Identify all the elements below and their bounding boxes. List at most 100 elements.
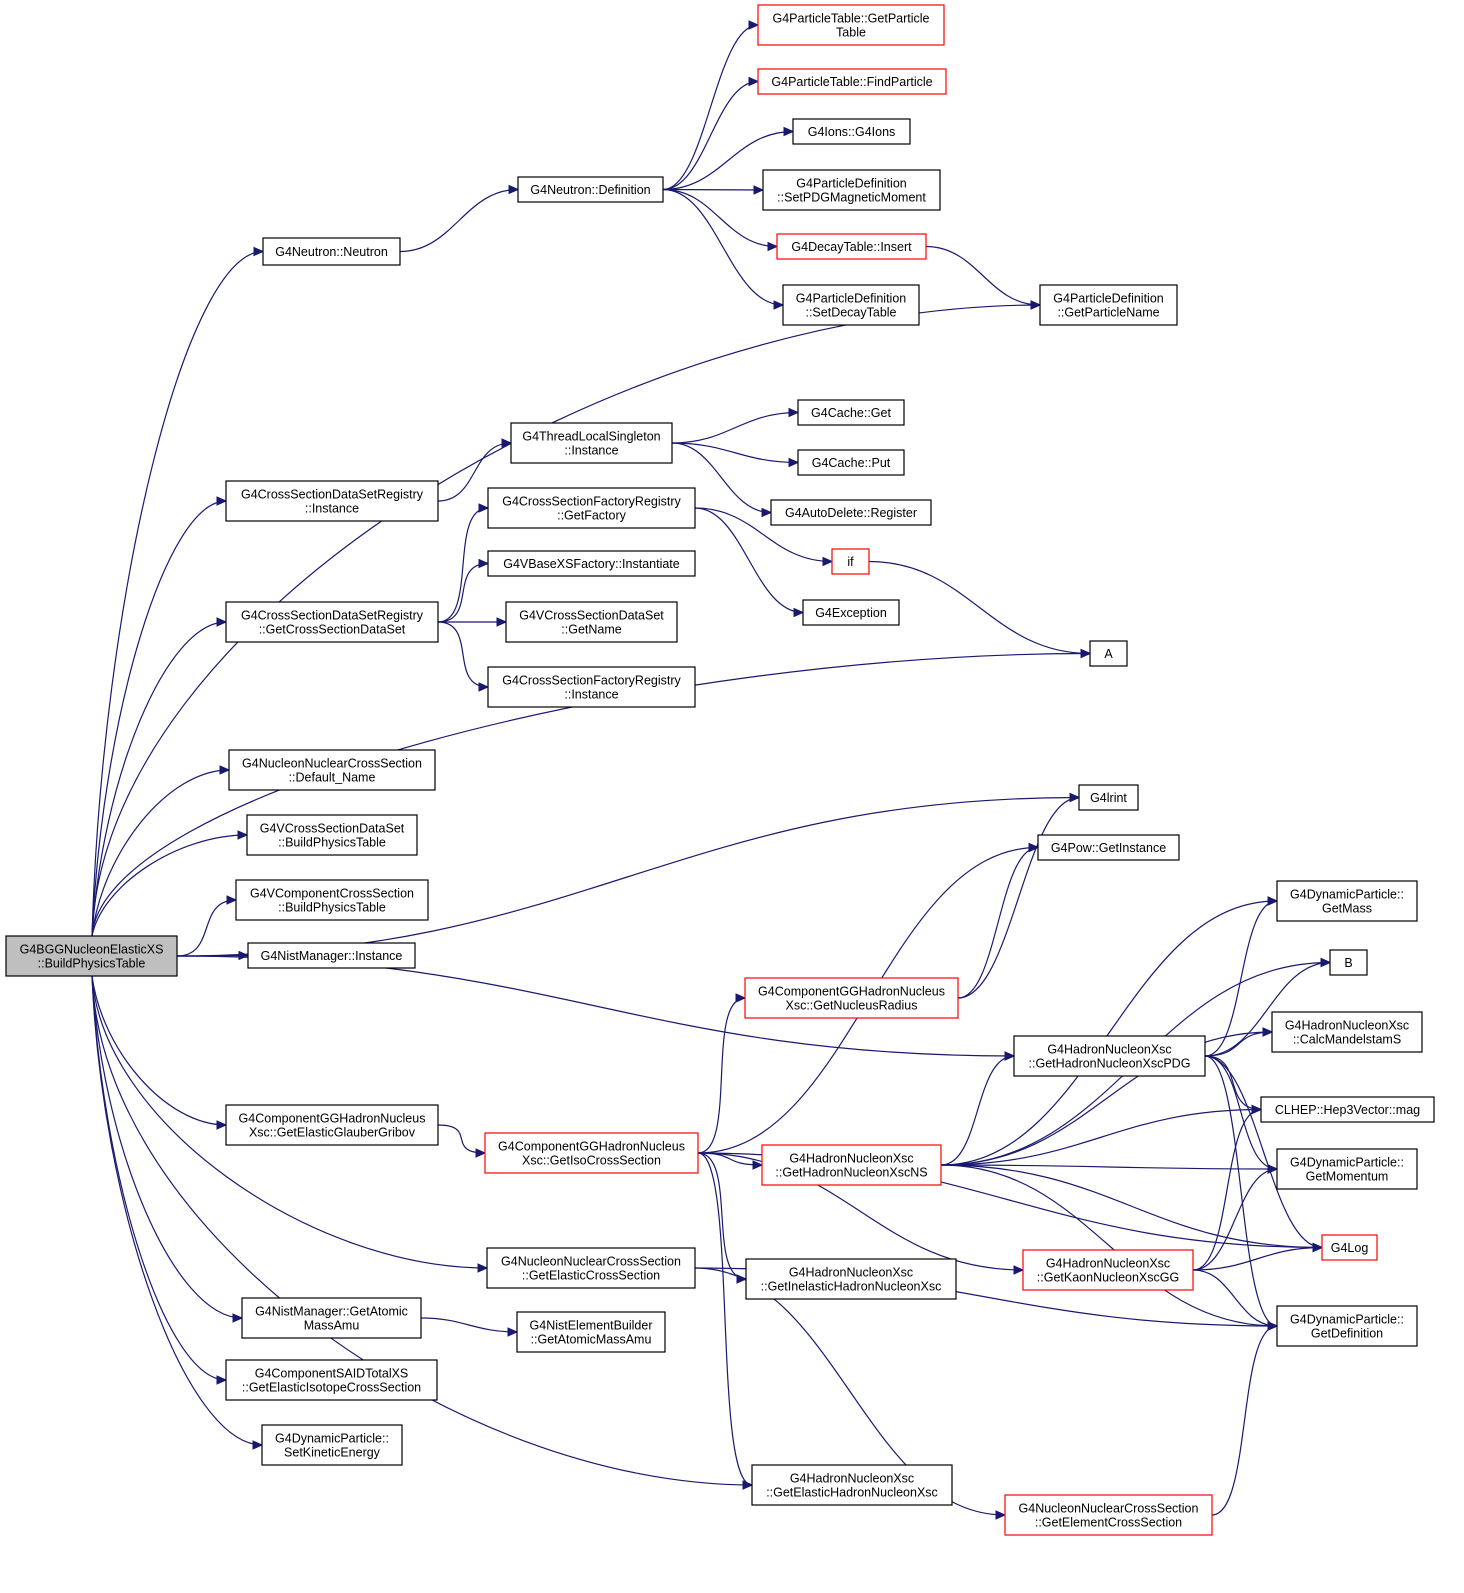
node-g4lrint[interactable]: G4lrint [1078,784,1139,811]
node-hnx-calcmandelstam[interactable]: G4HadronNucleonXsc::CalcMandelstamS [1271,1011,1423,1053]
node-label: Xsc::GetNucleusRadius [785,999,917,1013]
node-label: G4AutoDelete::Register [785,506,917,520]
node-nncs-getelasticcs[interactable]: G4NucleonNuclearCrossSection::GetElastic… [486,1247,696,1289]
node-nncs-default-name[interactable]: G4NucleonNuclearCrossSection::Default_Na… [228,749,436,791]
edge-line [399,188,519,253]
edge-ccgg-getnucleusradius-to-g4lrint [957,792,1081,999]
edge-neutron-definition-to-pt-getparticletable [662,20,760,191]
node-box [247,942,416,969]
node-hnx-getinelastic[interactable]: G4HadronNucleonXsc::GetInelasticHadronNu… [745,1258,957,1300]
edge-neutron-definition-to-g4ions [662,126,795,191]
node-ccgg-getelasticgg[interactable]: G4ComponentGGHadronNucleusXsc::GetElasti… [225,1104,439,1146]
edge-line [697,1152,753,1486]
node-dp-getmass[interactable]: G4DynamicParticle::GetMass [1276,880,1418,922]
node-neb-getatomicmassamu[interactable]: G4NistElementBuilder::GetAtomicMassAmu [516,1311,666,1353]
node-hnx-getpdg[interactable]: G4HadronNucleonXsc::GetHadronNucleonXscP… [1013,1035,1206,1077]
node-label: G4ComponentGGHadronNucleus [498,1140,685,1154]
node-label: G4Cache::Put [812,456,891,470]
edge-arrowhead [788,457,800,468]
edge-line [671,442,772,514]
node-label: ::GetFactory [557,509,627,523]
node-nist-instance[interactable]: G4NistManager::Instance [247,942,416,969]
node-vccs-buildphysicstable[interactable]: G4VComponentCrossSection::BuildPhysicsTa… [235,879,429,921]
node-csaid-getelasticiso[interactable]: G4ComponentSAIDTotalXS::GetElasticIsotop… [225,1359,438,1401]
node-csfr-getfactory[interactable]: G4CrossSectionFactoryRegistry::GetFactor… [487,487,696,529]
node-label: GetDefinition [1311,1327,1383,1341]
node-box [1271,1011,1423,1053]
node-csdsr-instance[interactable]: G4CrossSectionDataSetRegistry::Instance [225,480,439,522]
edge-line [1192,1269,1278,1327]
edge-line [697,1152,747,1280]
node-csdsr-getcsds[interactable]: G4CrossSectionDataSetRegistry::GetCrossS… [225,601,439,643]
node-nncs-getelementcs[interactable]: G4NucleonNuclearCrossSection::GetElement… [1004,1494,1213,1536]
edge-hnx-getns-to-hnx-getpdg [940,1051,1016,1166]
node-g4ions[interactable]: G4Ions::G4Ions [792,118,911,145]
node-dp-getdefinition[interactable]: G4DynamicParticle::GetDefinition [1276,1305,1418,1347]
node-autodelete-register[interactable]: G4AutoDelete::Register [770,499,932,526]
node-tls-instance[interactable]: G4ThreadLocalSingleton::Instance [510,422,673,464]
edge-line [91,975,227,1126]
node-ccgg-getisocs[interactable]: G4ComponentGGHadronNucleusXsc::GetIsoCro… [484,1132,699,1174]
node-box [1260,1096,1435,1123]
node-pd-getparticlename[interactable]: G4ParticleDefinition::GetParticleName [1039,284,1178,326]
node-box [1078,784,1139,811]
node-label: G4DynamicParticle:: [275,1432,389,1446]
edge-arrowhead [1267,1321,1279,1331]
edge-line [662,24,759,191]
node-label: G4ParticleTable::FindParticle [771,75,932,89]
node-label: ::BuildPhysicsTable [278,901,386,915]
node-vbxsf-instantiate[interactable]: G4VBaseXSFactory::Instantiate [487,550,696,577]
node-pt-findparticle[interactable]: G4ParticleTable::FindParticle [757,68,947,95]
edge-arrowhead [822,556,834,567]
node-neutron-definition[interactable]: G4Neutron::Definition [517,176,664,203]
node-b-node[interactable]: B [1329,949,1368,976]
node-csfr-instance[interactable]: G4CrossSectionFactoryRegistry::Instance [487,666,696,708]
node-pd-setpdgmag[interactable]: G4ParticleDefinition::SetPDGMagneticMome… [762,169,941,211]
node-box [762,169,941,211]
node-decaytable-insert[interactable]: G4DecayTable::Insert [776,233,927,260]
node-box [225,480,439,522]
edge-hnx-getkaon-to-g4log [1192,1242,1324,1271]
node-label: ::GetAtomicMassAmu [531,1333,652,1347]
node-cache-put[interactable]: G4Cache::Put [797,449,905,476]
node-hnx-getkaon[interactable]: G4HadronNucleonXsc::GetKaonNucleonXscGG [1022,1249,1194,1291]
edge-line [91,975,488,1269]
edge-root-to-nncs-getelasticcs [91,975,489,1273]
edge-arrowhead [1267,896,1279,906]
node-nist-getatomicmassamu[interactable]: G4NistManager::GetAtomicMassAmu [241,1297,422,1339]
edge-line [91,975,243,1319]
node-dp-getmomentum[interactable]: G4DynamicParticle::GetMomentum [1276,1148,1418,1190]
node-box [225,601,439,643]
node-a-node[interactable]: A [1089,640,1128,667]
node-hnx-getns[interactable]: G4HadronNucleonXsc::GetHadronNucleonXscN… [761,1144,942,1186]
node-pow-getinstance[interactable]: G4Pow::GetInstance [1037,834,1180,861]
edge-tls-instance-to-autodelete-register [671,442,773,518]
node-pd-setdecaytable[interactable]: G4ParticleDefinition::SetDecayTable [782,284,920,326]
edge-nist-getatomicmassamu-to-neb-getatomicmassamu [420,1317,519,1337]
node-g4exception[interactable]: G4Exception [802,599,900,626]
node-vcsds-buildphysicstable[interactable]: G4VCrossSectionDataSet::BuildPhysicsTabl… [246,814,418,856]
node-ccgg-getnucleusradius[interactable]: G4ComponentGGHadronNucleusXsc::GetNucleu… [744,977,959,1019]
node-dp-setkineticenergy[interactable]: G4DynamicParticle::SetKineticEnergy [261,1424,403,1466]
node-g4log[interactable]: G4Log [1321,1234,1378,1261]
node-label: G4ComponentGGHadronNucleus [758,985,945,999]
node-if-node[interactable]: if [831,548,870,575]
edge-ccgg-getisocs-to-ccgg-getnucleusradius [697,993,747,1154]
edge-arrowhead [735,993,747,1003]
node-vcsds-getname[interactable]: G4VCrossSectionDataSet::GetName [505,601,678,643]
node-box [517,176,664,203]
node-hep3-mag[interactable]: CLHEP::Hep3Vector::mag [1260,1096,1435,1123]
edge-ccgg-getelasticgg-to-ccgg-getisocs [437,1124,487,1158]
node-neutron-neutron[interactable]: G4Neutron::Neutron [262,237,401,266]
edge-arrowhead [475,1148,487,1158]
node-root[interactable]: G4BGGNucleonElasticXS::BuildPhysicsTable [5,935,178,977]
node-box [1039,284,1178,326]
edge-line [91,769,230,937]
node-hnx-getelastic[interactable]: G4HadronNucleonXsc::GetElasticHadronNucl… [751,1464,953,1506]
node-label: SetKineticEnergy [284,1446,381,1460]
edge-arrowhead [748,20,760,30]
node-box [831,548,870,575]
node-cache-get[interactable]: G4Cache::Get [797,399,905,426]
node-box [1321,1234,1378,1261]
